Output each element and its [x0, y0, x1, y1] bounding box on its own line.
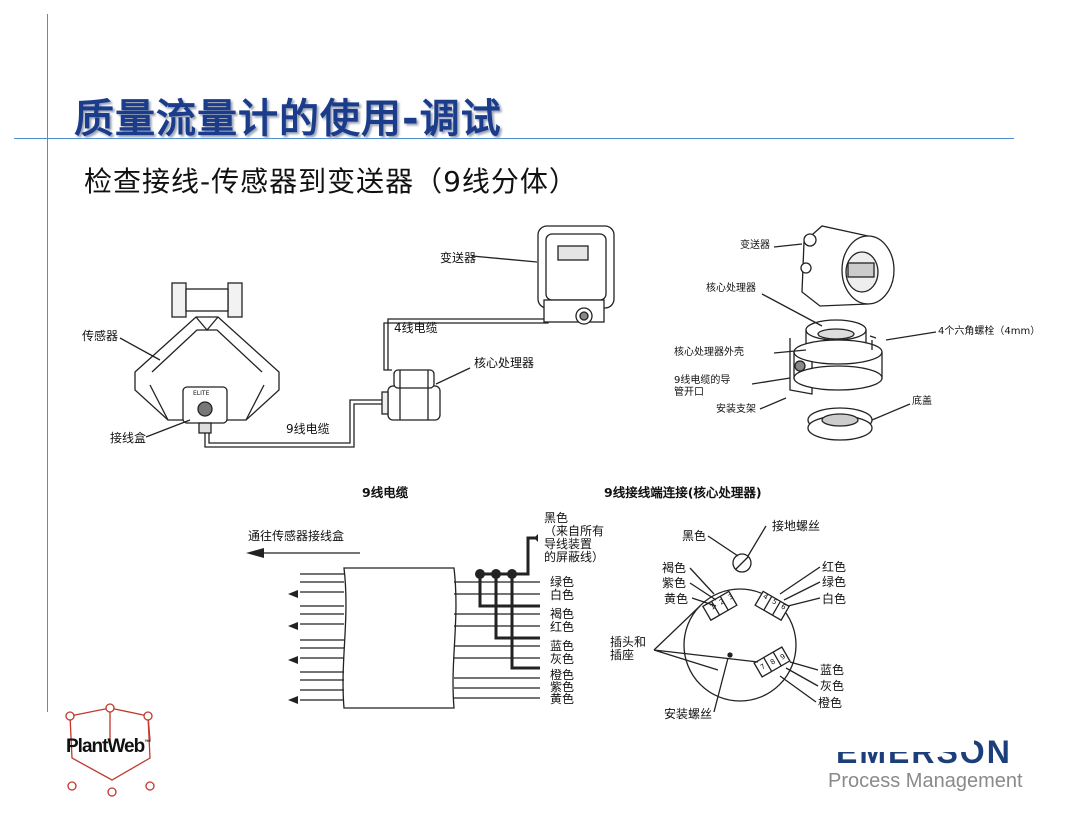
- sensor-label: 传感器: [82, 329, 119, 343]
- vertical-rule: [47, 14, 48, 712]
- terminal-wire-label: 红色: [822, 560, 847, 574]
- black-shield-line2: （来自所有: [544, 524, 605, 538]
- sensor-drawing: [134, 282, 388, 448]
- conduit-label-line2: 管开口: [674, 387, 704, 398]
- terminal-wire-label: 白色: [822, 592, 847, 606]
- terminal-wire-label: 黄色: [664, 592, 689, 606]
- cable-9wire-label: 9线电缆: [286, 422, 330, 436]
- black-shield-note: 黑色 （来自所有 导线装置 的屏蔽线）: [544, 512, 604, 564]
- terminal-block-drawing: [653, 525, 821, 713]
- end-cap-label: 底盖: [912, 396, 932, 407]
- plug-socket-line2: 插座: [610, 648, 635, 662]
- plantweb-logo-network: [65, 703, 155, 797]
- wire-label: 橙色: [550, 668, 575, 682]
- mounting-bracket-label: 安装支架: [716, 404, 756, 415]
- terminal-wire-label: 紫色: [662, 576, 687, 590]
- transmitter-drawing: [537, 225, 615, 325]
- elite-badge: ELITE: [193, 390, 210, 397]
- slide-subtitle: 检查接线-传感器到变送器（9线分体）: [84, 165, 578, 198]
- wire-label: 紫色: [550, 680, 575, 694]
- wire-label: 褐色: [550, 607, 575, 621]
- black-terminal-label: 黑色: [682, 529, 707, 543]
- slide-title: 质量流量计的使用-调试: [74, 96, 502, 142]
- cable-4wire-label: 4线电缆: [394, 321, 438, 335]
- core-processor-housing-label: 核心处理器外壳: [674, 347, 744, 358]
- terminal-wire-label: 褐色: [662, 561, 687, 575]
- transmitter-label: 变送器: [440, 251, 477, 265]
- plantweb-text: PlantWeb: [66, 736, 145, 757]
- plug-socket-label: 插头和 插座: [610, 636, 646, 662]
- wire-label: 绿色: [550, 575, 575, 589]
- wire-label: 白色: [550, 588, 575, 602]
- cable-diagram-title: 9线电缆: [362, 485, 409, 500]
- terminal-wire-label: 橙色: [818, 696, 843, 710]
- terminal-wire-label: 蓝色: [820, 663, 845, 677]
- black-shield-line1: 黑色: [544, 511, 569, 525]
- wire-label: 红色: [550, 620, 575, 634]
- core-processor-label: 核心处理器: [474, 356, 535, 370]
- wire-label: 黄色: [550, 692, 575, 706]
- exploded-view-drawing: [789, 225, 895, 441]
- process-management-text: Process Management: [828, 770, 1023, 792]
- horizontal-rule: [14, 138, 1014, 139]
- wire-label: 灰色: [550, 652, 575, 666]
- core-processor-label-2: 核心处理器: [706, 283, 756, 294]
- black-shield-line4: 的屏蔽线）: [544, 550, 605, 564]
- junction-box-label: 接线盒: [110, 431, 147, 445]
- conduit-label-line1: 9线电缆的导: [674, 375, 731, 386]
- wire-label: 蓝色: [550, 639, 575, 653]
- plantweb-tm: ™: [144, 739, 151, 747]
- terminal-wire-label: 绿色: [822, 575, 847, 589]
- terminal-wire-label: 灰色: [820, 679, 845, 693]
- plug-socket-line1: 插头和: [610, 635, 647, 649]
- ground-screw-label: 接地螺丝: [772, 519, 821, 533]
- terminal-diagram-title: 9线接线端连接(核心处理器): [604, 485, 762, 500]
- to-junction-box-label: 通往传感器接线盒: [248, 529, 345, 543]
- mounting-screw-label: 安装螺丝: [664, 707, 713, 721]
- transmitter-label-2: 变送器: [740, 240, 770, 251]
- hex-bolts-label: 4个六角螺栓（4mm）: [938, 326, 1041, 337]
- plantweb-logo: PlantWeb™: [66, 736, 151, 758]
- black-shield-line3: 导线装置: [544, 537, 593, 551]
- emerson-logo-occlusion: [836, 732, 974, 752]
- cable-detail-drawing: [262, 536, 540, 709]
